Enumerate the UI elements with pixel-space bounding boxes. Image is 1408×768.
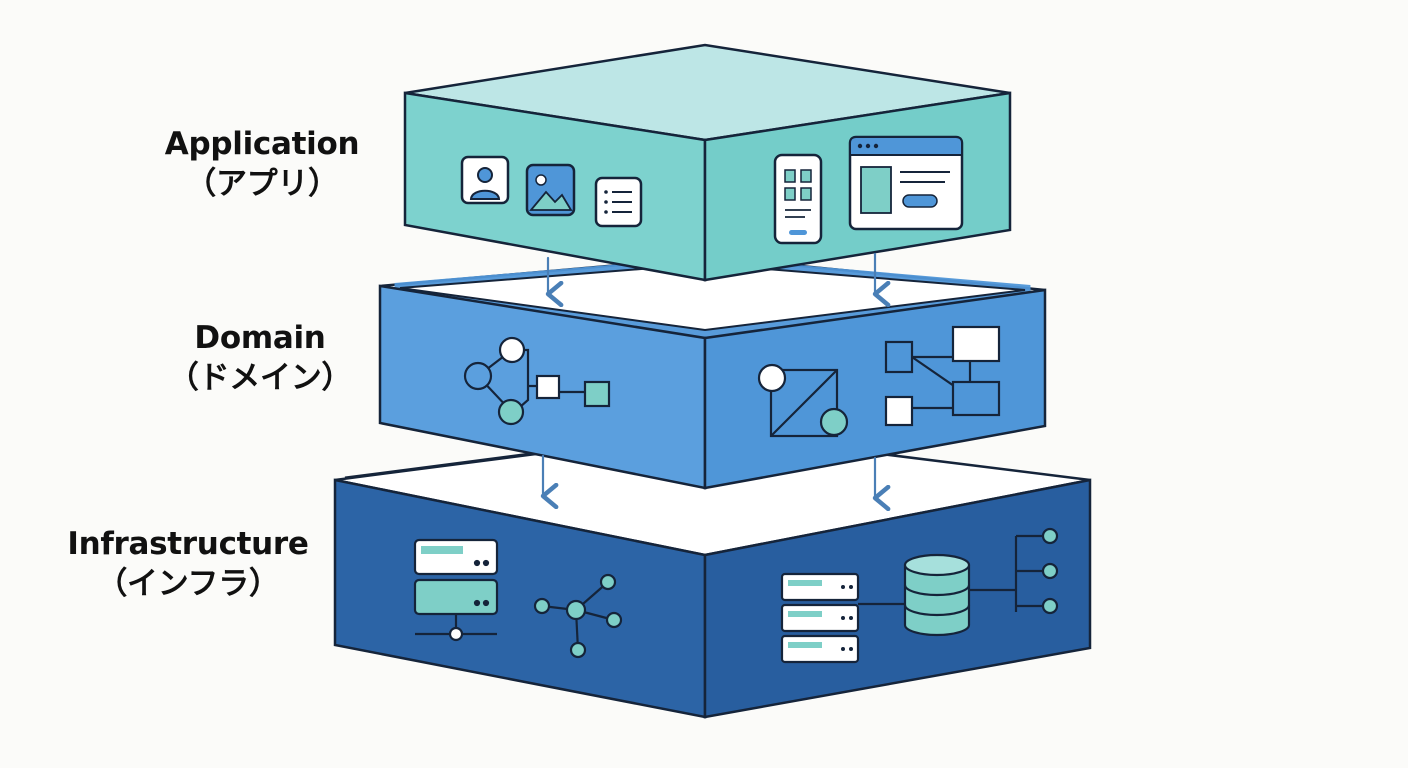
network-tree-icon bbox=[969, 527, 1059, 615]
mobile-phone-icon bbox=[773, 153, 823, 245]
domain-block-diagram-icon bbox=[884, 325, 1001, 427]
domain-graph-icon bbox=[757, 363, 849, 438]
image-icon bbox=[525, 163, 576, 217]
infrastructure-label-ja: （インフラ） bbox=[96, 566, 280, 602]
user-profile-icon bbox=[460, 155, 510, 205]
arrows bbox=[540, 252, 891, 512]
domain-label-en: Domain bbox=[194, 320, 326, 356]
server-stack-icon bbox=[413, 538, 499, 642]
infrastructure-layer-label: Infrastructure （インフラ） bbox=[60, 524, 316, 604]
database-icon bbox=[903, 553, 971, 637]
domain-layer-label: Domain （ドメイン） bbox=[160, 318, 360, 398]
infrastructure-label-en: Infrastructure bbox=[67, 526, 309, 562]
application-layer-label: Application （アプリ） bbox=[150, 124, 374, 204]
domain-label-ja: （ドメイン） bbox=[167, 360, 353, 396]
list-document-icon bbox=[594, 176, 643, 228]
network-node-icon bbox=[533, 573, 623, 659]
application-label-ja: （アプリ） bbox=[185, 166, 339, 202]
domain-flow-diagram-icon bbox=[463, 336, 611, 426]
server-rack-icon bbox=[780, 572, 905, 664]
application-label-en: Application bbox=[164, 126, 360, 162]
browser-window-icon bbox=[848, 135, 964, 231]
